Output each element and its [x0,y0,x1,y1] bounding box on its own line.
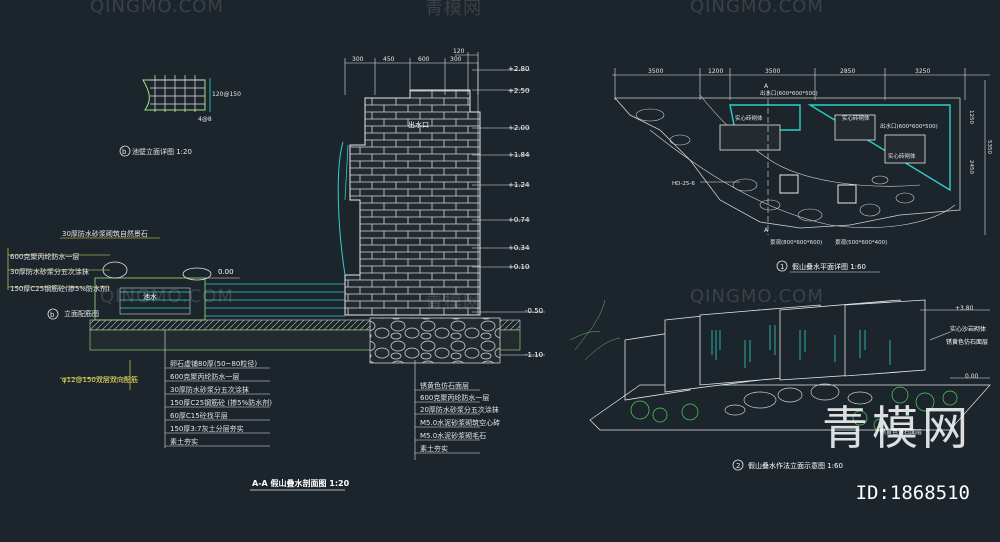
section-dim-2: 450 [383,56,395,63]
watermark-4: QINGMO.COM [100,286,234,307]
elev-2: +2.50 [508,87,529,95]
elev-7: +0.34 [508,244,530,252]
plan-label-7: 景观(500*600*400) [835,239,887,246]
bottom-note-leaders [164,330,480,460]
elev-zero: 0.00 [218,268,234,276]
plan-label-4: 出水口(600*600*500) [880,122,938,130]
elev-3: +2.00 [508,124,529,132]
section-dim-1: 300 [352,56,364,63]
brick-rockery [344,89,481,316]
bottom-note-5: 60厚C15砼找平层 [170,411,228,420]
elev-4: +1.84 [508,151,530,159]
elev-top: +3.80 [955,305,974,312]
plan-label-8: HD-25-6 [672,181,695,187]
watermark-1: QINGMO.COM [90,0,224,17]
left-note-4: 150厚C25钢筋砼(掺5%防水剂) [10,284,110,293]
cap-stone-2 [182,267,212,281]
elevation-mark: 2 [736,462,740,470]
bottom-note-3: 30厚防水砂浆分五次涂抹 [170,385,249,394]
plan-rdim-2: 2450 [968,160,974,174]
plan-rdim-1: 1250 [968,110,974,124]
plan-label-3: 实心砖砌体 [842,114,870,122]
elevation-drawing [569,299,991,432]
detail-b-dim-1: 120@150 [212,91,241,98]
rubble-foundation [369,317,501,364]
bottom-note-2: 600克聚丙纶防水一层 [170,372,239,381]
detail-b-grid [142,75,211,112]
pool-left-wall [94,277,206,321]
detail-b-ref-marker [47,308,59,320]
rebar-note: φ12@150双层双向配筋 [62,375,138,384]
right-note-1: 锈黄色仿石面层 [420,381,469,390]
bottom-note-1: 卵石虚铺80厚(50~80粒径) [170,359,257,368]
elevation-title: 假山叠水作法立面示意图 1:60 [748,461,843,470]
detail-b-ref-mark: b [50,311,55,319]
elev-zero-right: 0.00 [965,373,979,380]
section-elevation-lines [205,62,545,356]
detail-b-dim-2: 4@8 [198,116,212,123]
plan-dim-4: 2850 [840,68,855,75]
bottom-note-4: 150厚C25钢筋砼 (掺5%防水剂) [170,398,272,407]
plan-label-10: A [764,227,769,234]
right-note-3: 20厚防水砂浆分五次涂抹 [420,405,499,414]
plan-mark: 1 [780,263,784,271]
bottom-note-7: 素土夯实 [170,437,198,446]
right-note-4: M5.0水泥砂浆砌筑空心砖 [420,418,500,427]
detail-b-mark: b [122,148,127,156]
pool-label: 池水 [143,292,157,301]
plan-label-9: A [764,83,769,90]
pool-water [205,278,345,320]
outlet-label: 出水口 [408,120,429,129]
elev-note-1: 实心沙岩砌体 [950,325,986,333]
plan-label-1: 出水口(600*600*500) [760,89,818,97]
left-note-5: 立面配筋图 [64,309,99,318]
right-note-2: 600克聚丙纶防水一层 [420,393,489,402]
plan-dim-3: 3500 [765,68,780,75]
left-note-1: 30厚防水砂浆砌筑自然景石 [62,229,148,238]
elev-5: +1.24 [508,181,530,189]
left-note-leaders [7,237,160,390]
elev-note-3: 锈黄色仿石面层 [880,428,922,436]
watermark-5: 青模网 [425,292,482,313]
plan-title: 假山叠水平面详图 1:60 [792,262,866,271]
pool-inner [119,287,191,315]
watermark-3: QINGMO.COM [690,0,824,17]
right-note-6: 素土夯实 [420,444,448,453]
left-note-2: 600克聚丙纶防水一层 [10,252,79,261]
detail-b-marker [119,145,131,157]
plan-drawing [612,68,990,235]
elevation-marker [732,459,744,471]
elev-note-2: 锈黄色仿石面层 [946,338,988,346]
section-top-dim [344,52,479,95]
elev-1: +2.80 [508,65,529,73]
section-dim-3: 600 [418,56,430,63]
watermark-2: 青模网 [425,0,482,19]
watermark-6: QINGMO.COM [690,286,824,307]
plan-label-2: 实心砖砌体 [735,114,763,122]
detail-b-title: 池壁立面详图 1:20 [132,147,192,156]
plan-label-6: 景观(800*600*600) [770,239,822,246]
bottom-note-6: 150厚3:7灰土分层夯实 [170,424,244,433]
brand-logo-text: 青模网 [822,401,972,455]
elev-6: +0.74 [508,216,530,224]
plan-dim-1: 3500 [648,68,663,75]
plan-marker [776,260,788,272]
elev-10: -1.10 [525,351,543,359]
plan-dim-5: 3250 [915,68,930,75]
section-title: A-A 假山叠水剖面图 1:20 [252,478,350,488]
plan-label-5: 实心砖砌体 [888,152,916,160]
waterfall-stream [337,141,346,276]
plan-dim-2: 1200 [708,68,723,75]
left-note-3: 30厚防水砂浆分五次涂抹 [10,267,89,276]
right-note-5: M5.0水泥砂浆砌毛石 [420,431,486,440]
elev-9: -0.50 [525,307,543,315]
section-dim-5: 120 [453,48,465,55]
elev-8: +0.10 [508,263,529,271]
section-dim-4: 300 [450,56,462,63]
plan-rdim-3: 5350 [986,140,992,154]
asset-id-label: ID:1868510 [855,482,970,504]
